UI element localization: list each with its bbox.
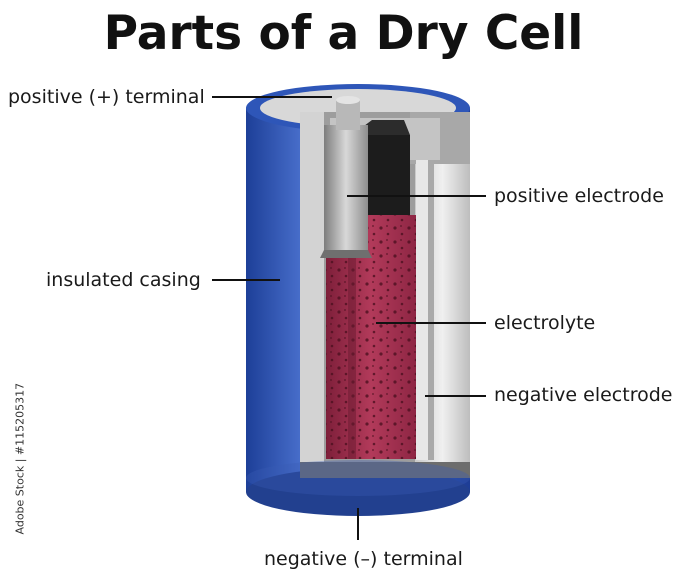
label-electrolyte: electrolyte (494, 312, 596, 334)
positive-terminal-cap (320, 96, 372, 258)
label-negative-electrode: negative electrode (494, 384, 673, 406)
label-negative-terminal: negative (–) terminal (264, 548, 463, 570)
label-positive-terminal: positive (+) terminal (8, 86, 205, 108)
stock-watermark: Adobe Stock | #115205317 (13, 382, 27, 535)
diagram-title: Parts of a Dry Cell (103, 6, 584, 61)
cell-base (246, 460, 470, 496)
label-positive-electrode: positive electrode (494, 185, 664, 207)
negative-electrode-wall (416, 160, 434, 460)
label-insulated-casing: insulated casing (46, 269, 201, 291)
